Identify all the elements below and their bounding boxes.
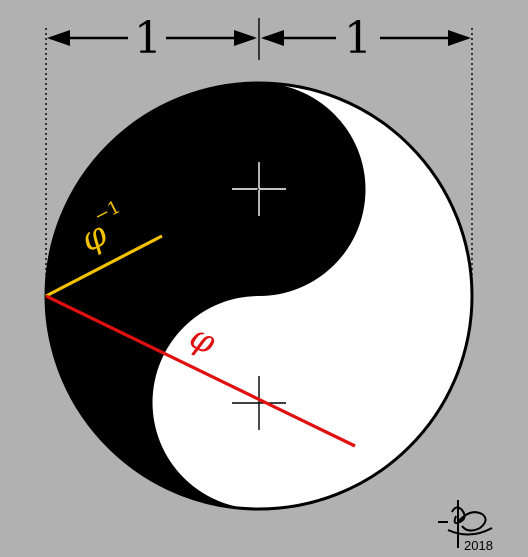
signature-year: 2018 xyxy=(464,538,493,553)
right-arrow-head-right xyxy=(448,30,471,46)
dimension-arrows xyxy=(47,30,471,46)
inverse-phi-extension xyxy=(159,188,260,237)
artist-monogram-icon xyxy=(438,500,493,548)
phi-segment xyxy=(45,294,356,448)
yin-yang-symbol xyxy=(44,81,474,511)
left-arrow-head-left xyxy=(47,30,70,46)
left-arrow-head-right xyxy=(234,30,257,46)
inverse-phi-segment xyxy=(45,234,163,298)
right-dimension-label: 1 xyxy=(344,13,372,64)
left-dimension-label: 1 xyxy=(134,13,162,64)
right-arrow-head-left xyxy=(261,30,284,46)
